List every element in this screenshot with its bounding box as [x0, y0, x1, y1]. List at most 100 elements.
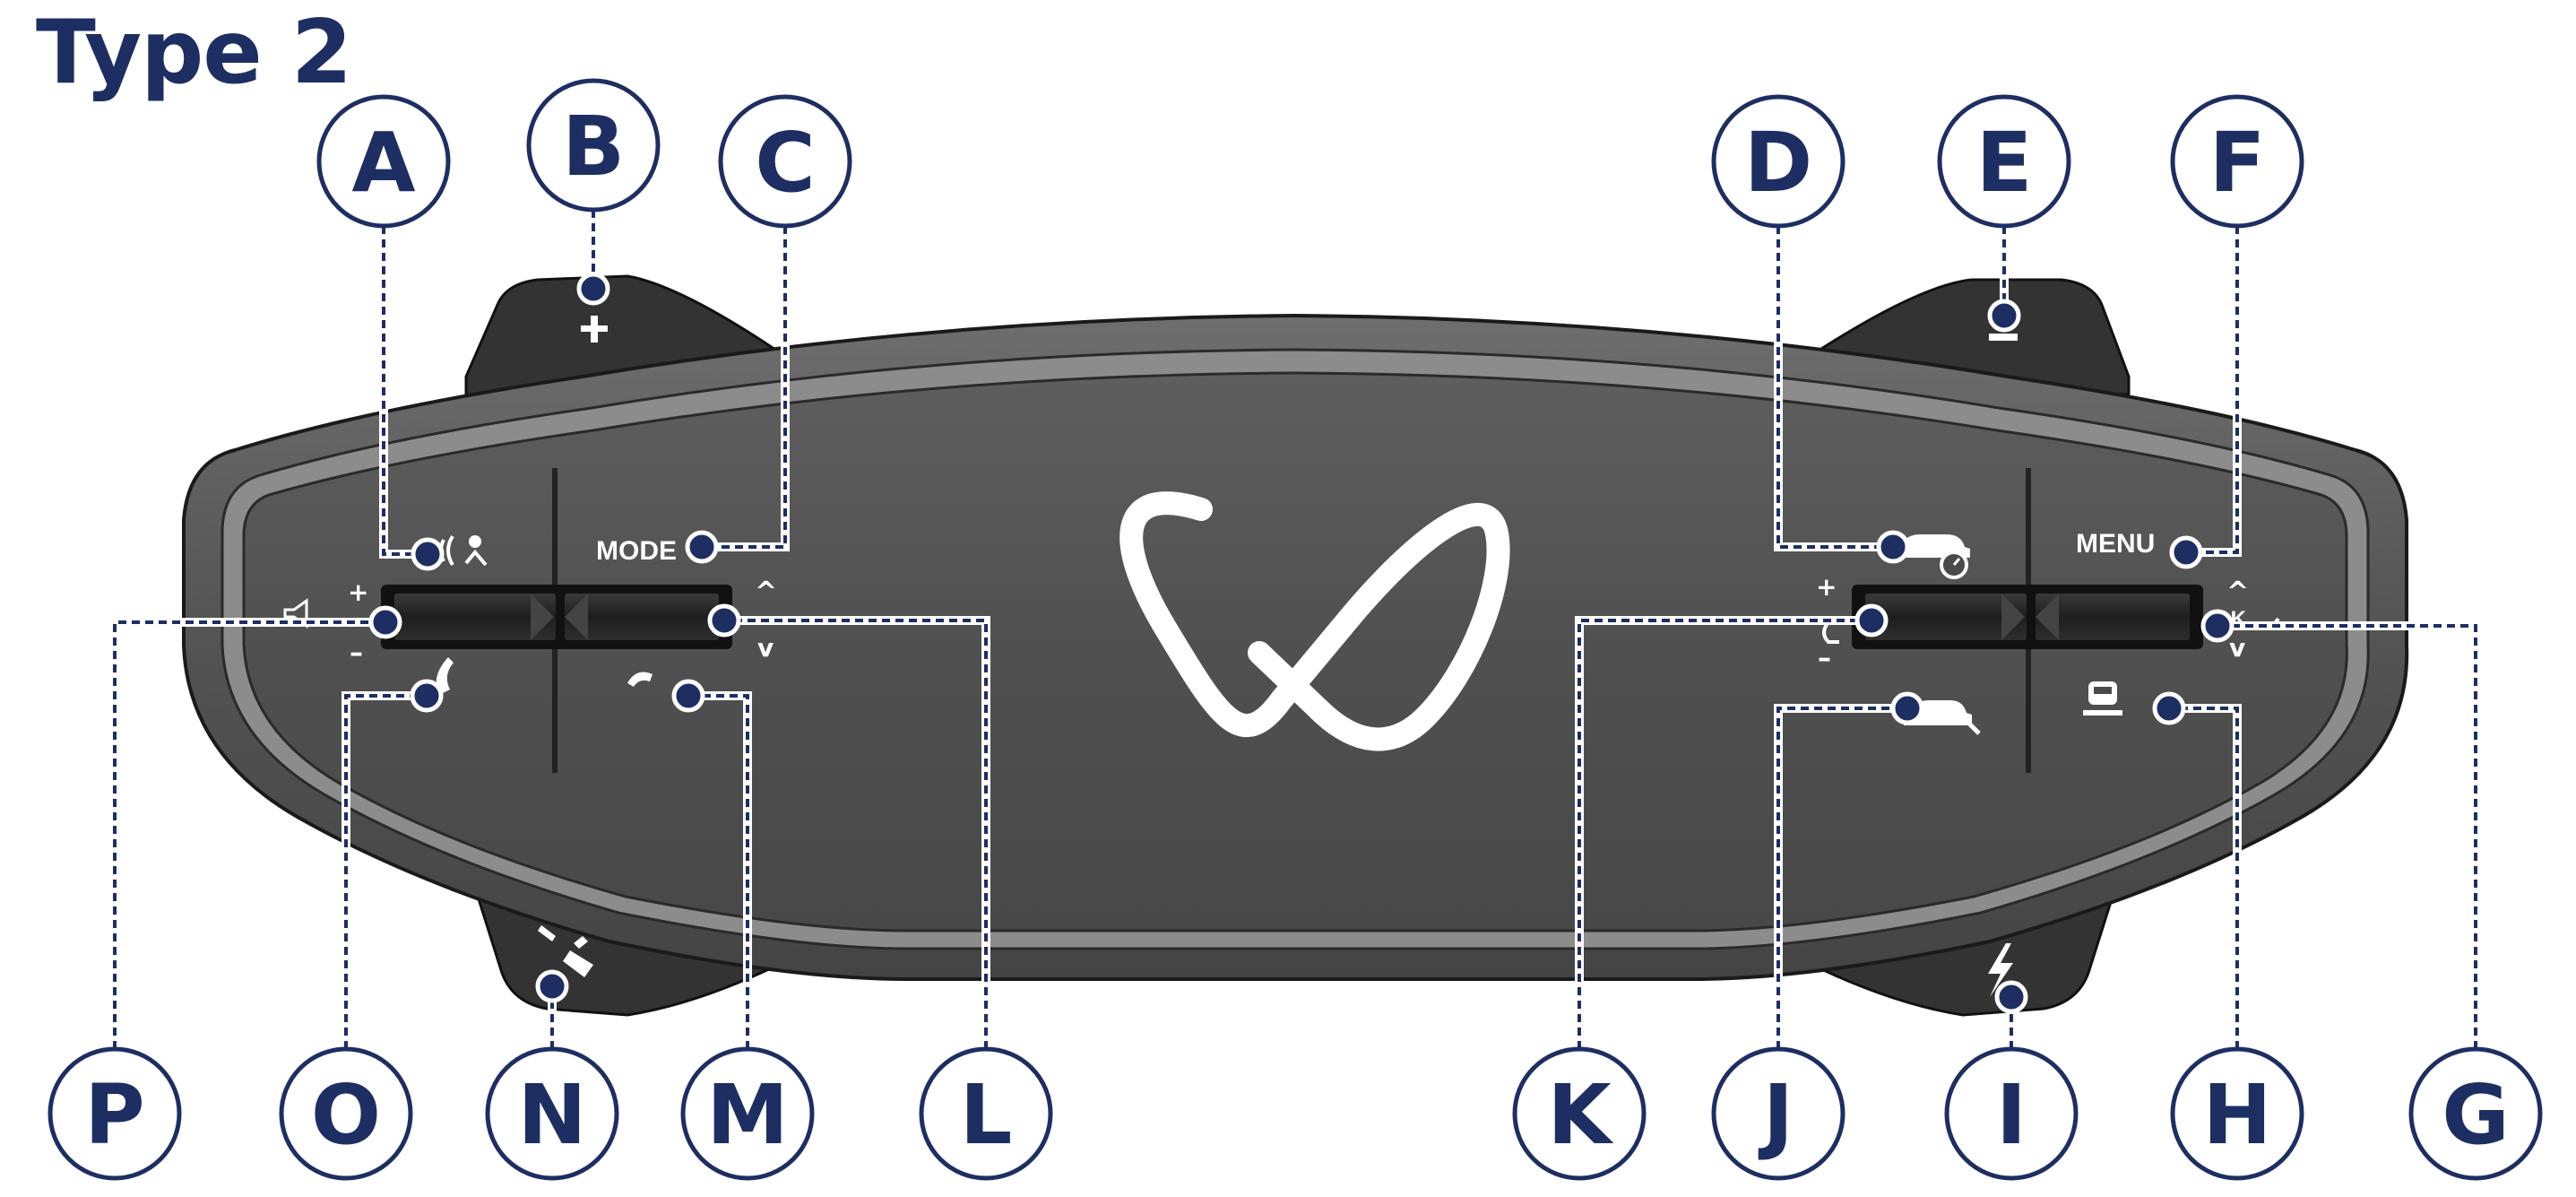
callout-circle: [485, 1046, 619, 1181]
anchor-dot: [410, 679, 444, 713]
callout-circle: [2408, 1046, 2543, 1181]
callout-letter: P: [84, 1067, 144, 1163]
anchor-dot: [1890, 691, 1924, 725]
b-plus-icon[interactable]: [581, 316, 608, 343]
callout-circle: [1944, 1046, 2079, 1181]
anchor-dot: [2152, 691, 2186, 725]
callout-circle: [2170, 94, 2304, 229]
callout-letter: I: [1996, 1067, 2027, 1163]
caret-down-left: v: [757, 633, 774, 663]
phone-icon[interactable]: [436, 657, 454, 695]
panel-glyphs: + – ^ v + – ^ v: [348, 572, 2249, 674]
minus-glyph-left: –: [350, 638, 363, 669]
anchor-dot: [2200, 609, 2235, 643]
brand-logo-icon: [1119, 491, 1510, 751]
lightning-icon[interactable]: [1988, 943, 2013, 997]
callout-letter: A: [351, 115, 415, 211]
plus-glyph-right: +: [1816, 572, 1837, 602]
callout-circle: [526, 78, 661, 213]
callout-circle: [2170, 1046, 2304, 1181]
anchor-dot: [685, 530, 719, 564]
hang-up-icon[interactable]: [627, 672, 653, 687]
leader-line: [2217, 624, 2477, 1049]
callout-c: C: [685, 94, 852, 564]
callout-n: N: [485, 969, 619, 1181]
menu-label: MENU: [2076, 529, 2155, 559]
callout-letter: B: [562, 99, 625, 195]
callout-circle: [316, 94, 451, 229]
callout-a: A: [316, 94, 451, 571]
callout-letter: M: [706, 1067, 789, 1163]
callout-e: E: [1937, 94, 2071, 333]
callout-circle: [1711, 94, 1846, 229]
leader-line: [2169, 707, 2239, 1049]
anchor-dot: [1854, 603, 1889, 638]
callout-letter: F: [2209, 115, 2266, 211]
anchor-dot: [411, 537, 445, 571]
callout-o: O: [279, 679, 444, 1181]
left-rocker-switch[interactable]: [381, 585, 732, 649]
leader-line: [688, 694, 749, 1049]
callout-m: M: [671, 679, 815, 1181]
callout-circle: [1711, 1046, 1846, 1181]
minus-glyph-right: –: [1818, 643, 1831, 674]
callout-letter: K: [1547, 1067, 1614, 1163]
callout-letter: O: [311, 1067, 381, 1163]
callout-letter: N: [518, 1067, 587, 1163]
anchor-dot: [707, 603, 741, 638]
anchor-dot: [1987, 299, 2021, 333]
anchor-dot: [2169, 535, 2203, 569]
caret-up-left: ^: [755, 577, 777, 608]
callout-circle: [680, 1046, 815, 1181]
caret-down-right: v: [2229, 633, 2245, 663]
e-minus-icon[interactable]: [1989, 334, 2018, 341]
callout-circle: [1937, 94, 2071, 229]
callout-h: H: [2152, 691, 2304, 1181]
callout-d: D: [1711, 94, 1910, 564]
callout-letter: L: [960, 1067, 1013, 1163]
callout-i: I: [1944, 980, 2079, 1181]
callout-circle: [48, 1046, 182, 1181]
leader-line: [344, 694, 427, 1049]
leader-line: [113, 620, 385, 1049]
callout-k: K: [1512, 603, 1889, 1181]
callout-g: G: [2200, 609, 2543, 1181]
mode-label: MODE: [596, 536, 677, 566]
car-speedometer-icon[interactable]: [1895, 534, 1970, 579]
callout-letter: D: [1744, 115, 1812, 211]
callout-b: B: [526, 78, 661, 306]
anchor-dot: [368, 605, 402, 639]
steering-assist-icon[interactable]: [538, 925, 593, 977]
callout-letter: J: [1758, 1067, 1794, 1163]
callout-circle: [279, 1046, 413, 1181]
anchor-dot: [1994, 980, 2028, 1014]
callout-f: F: [2169, 94, 2304, 569]
train-icon[interactable]: [2083, 681, 2122, 716]
callout-circle: [718, 94, 852, 229]
anchor-dot: [1876, 530, 1910, 564]
callout-letter: E: [1976, 115, 2033, 211]
callout-l: L: [707, 603, 1053, 1181]
anchor-dot: [535, 969, 569, 1003]
callout-j: J: [1711, 691, 1924, 1181]
leader-halo: [724, 616, 990, 1049]
anchor-dot: [576, 272, 610, 306]
right-rocker-switch[interactable]: [1852, 585, 2203, 649]
leader-line: [2186, 226, 2239, 554]
leader-line: [702, 226, 787, 549]
callout-letter: H: [2203, 1067, 2272, 1163]
callout-circle: [1512, 1046, 1647, 1181]
leader-line: [1578, 619, 1871, 1049]
leader-line: [1776, 707, 1907, 1049]
body-inner: [242, 371, 2348, 932]
callout-letter: C: [755, 115, 816, 211]
caret-up-right: ^: [2226, 577, 2249, 608]
callout-layer: A B C D E F G H I J K L M N O P: [48, 78, 2543, 1181]
diagram-title: Type 2: [36, 2, 352, 104]
anchor-dot: [671, 679, 705, 713]
callout-letter: G: [2442, 1067, 2510, 1163]
callout-circle: [919, 1046, 1053, 1181]
plus-glyph-left: +: [348, 577, 368, 607]
